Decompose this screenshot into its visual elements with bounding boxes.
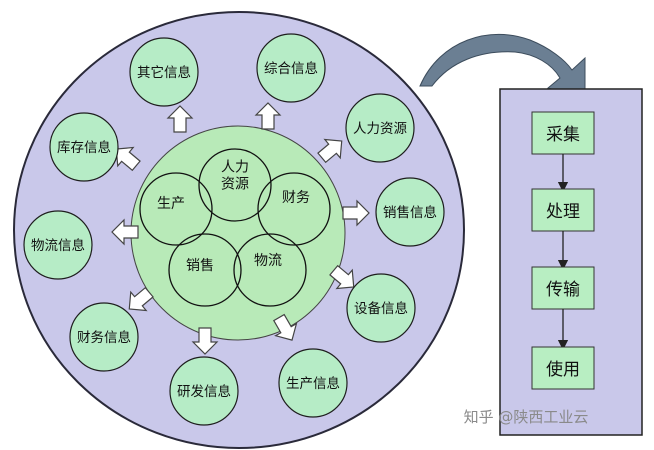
outer-info-nodes: 其它信息综合信息人力资源库存信息销售信息物流信息设备信息财务信息研发信息生产信息: [23, 33, 445, 426]
outward-arrow-icon: [111, 218, 139, 246]
outer-node-label: 研发信息: [177, 383, 231, 400]
core-item-circle: [139, 172, 213, 246]
core-item-label: 生产: [157, 196, 185, 212]
process-step: 传输: [531, 266, 595, 310]
outward-arrow-icon: [115, 146, 141, 172]
outer-node-label: 生产信息: [286, 375, 340, 392]
process-step-box: [531, 266, 595, 310]
core-item-circle: [168, 233, 242, 307]
outer-node-circle: [69, 302, 139, 372]
watermark-text: 知乎 @陕西工业云: [464, 408, 589, 426]
outer-node-label: 人力资源: [353, 121, 407, 137]
process-step-box: [531, 111, 595, 155]
process-step: 采集: [531, 111, 595, 155]
outer-node: 其它信息: [129, 37, 199, 107]
core-item-label: 物流: [254, 253, 282, 269]
process-step: 使用: [531, 346, 595, 390]
outer-node-circle: [256, 33, 326, 103]
outer-node-circle: [375, 177, 445, 247]
core-item: 生产: [139, 172, 213, 246]
outer-node-circle: [345, 93, 415, 163]
outer-node: 财务信息: [69, 302, 139, 372]
outer-node-circle: [23, 210, 93, 280]
outer-node: 人力资源: [345, 93, 415, 163]
outward-arrow-icon: [342, 199, 370, 227]
process-step-box: [531, 188, 595, 232]
outer-node-label: 其它信息: [137, 64, 191, 81]
outer-node-circle: [49, 112, 119, 182]
curved-arrow: [419, 33, 586, 99]
core-item: 人力资源: [198, 148, 272, 222]
process-step-label: 采集: [546, 125, 580, 145]
core-item-circle: [233, 233, 307, 307]
outer-node-label: 财务信息: [77, 329, 131, 346]
process-step-label: 处理: [546, 202, 580, 222]
outer-node: 库存信息: [49, 112, 119, 182]
outward-arrow-icon: [166, 105, 194, 133]
outward-arrow-icon: [329, 264, 355, 290]
outer-node: 生产信息: [278, 348, 348, 418]
outer-node: 物流信息: [23, 210, 93, 280]
outer-node-circle: [278, 348, 348, 418]
inner-core-circle: [130, 125, 346, 341]
process-step-label: 使用: [546, 359, 580, 380]
outward-arrow-icon: [317, 138, 343, 164]
process-step: 处理: [531, 188, 595, 232]
core-item: 财务: [257, 172, 331, 246]
outer-node-label: 销售信息: [383, 204, 437, 221]
outer-node: 设备信息: [346, 273, 416, 343]
process-step-box: [531, 346, 595, 390]
core-item: 销售: [168, 233, 242, 307]
core-item-circle: [198, 148, 272, 222]
outer-node-circle: [346, 273, 416, 343]
core-item-label: 销售: [186, 258, 214, 274]
outward-arrow-icon: [272, 313, 298, 341]
outward-arrows: [111, 102, 370, 355]
outer-node-circle: [129, 37, 199, 107]
outward-arrow-icon: [254, 102, 282, 130]
outer-node: 研发信息: [169, 356, 239, 426]
core-item-circle: [257, 172, 331, 246]
outer-node-label: 库存信息: [57, 139, 111, 156]
outer-node-label: 设备信息: [354, 300, 408, 317]
core-item: 物流: [233, 233, 307, 307]
process-step-label: 传输: [546, 280, 580, 300]
outer-node-circle: [169, 356, 239, 426]
outer-node-label: 综合信息: [264, 60, 318, 77]
core-item-label: 人力资源: [221, 160, 249, 193]
outer-node-label: 物流信息: [31, 237, 85, 254]
outer-node: 销售信息: [375, 177, 445, 247]
core-item-label: 财务: [282, 190, 310, 206]
outward-arrow-icon: [191, 327, 219, 355]
outer-node: 综合信息: [256, 33, 326, 103]
outward-arrow-icon: [128, 286, 154, 312]
